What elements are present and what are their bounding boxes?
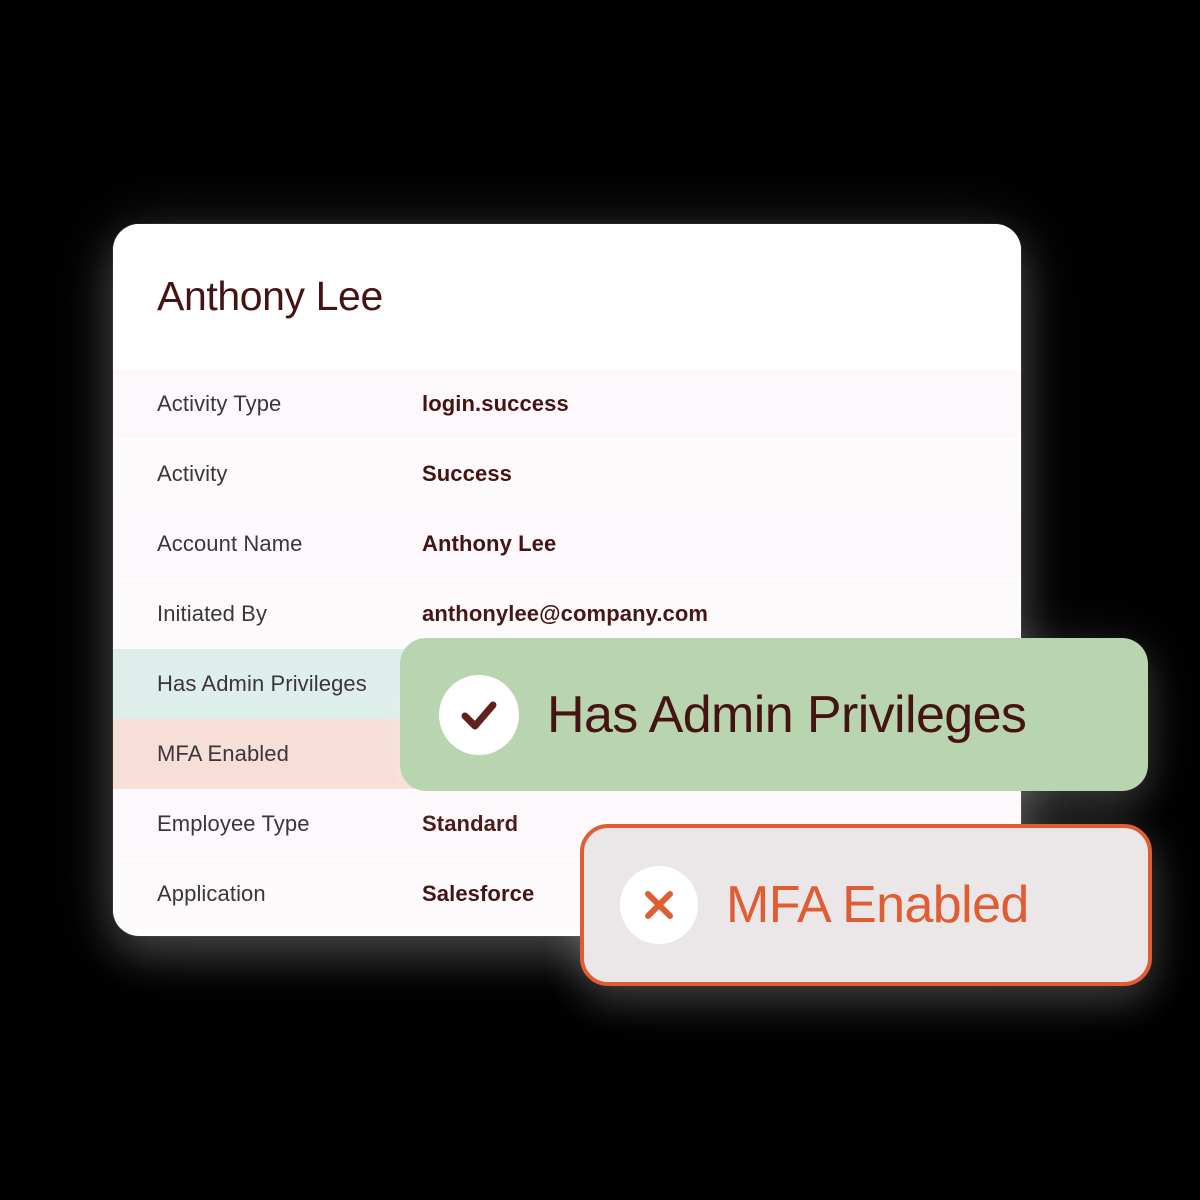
row-value-initiated-by: anthonylee@company.com: [422, 601, 709, 626]
x-icon: [620, 866, 698, 944]
row-value-application: Salesforce: [422, 881, 535, 906]
badge-label-mfa-enabled: MFA Enabled: [726, 876, 1029, 934]
row-label-activity: Activity: [157, 461, 228, 486]
row-value-activity: Success: [422, 461, 512, 486]
row-label-account-name: Account Name: [157, 531, 303, 556]
row-label-application: Application: [157, 881, 266, 906]
page-title: Anthony Lee: [157, 273, 383, 319]
table-row: Activity Success: [113, 439, 1021, 509]
row-value-employee-type: Standard: [422, 811, 519, 836]
row-label-has-admin-privileges: Has Admin Privileges: [157, 671, 367, 696]
row-label-initiated-by: Initiated By: [157, 601, 268, 626]
check-icon: [439, 674, 519, 755]
card-header: Anthony Lee: [113, 224, 1021, 369]
row-value-activity-type: login.success: [422, 391, 569, 416]
table-row: Activity Type login.success: [113, 369, 1021, 439]
row-label-employee-type: Employee Type: [157, 811, 310, 836]
table-row: Account Name Anthony Lee: [113, 509, 1021, 579]
badge-label-has-admin-privileges: Has Admin Privileges: [547, 685, 1027, 744]
row-value-account-name: Anthony Lee: [422, 531, 557, 556]
badge-has-admin-privileges: Has Admin Privileges: [400, 638, 1148, 791]
table-row: Initiated By anthonylee@company.com: [113, 579, 1021, 649]
row-label-mfa-enabled: MFA Enabled: [157, 741, 289, 766]
badge-mfa-enabled: MFA Enabled: [580, 824, 1152, 986]
row-label-activity-type: Activity Type: [157, 391, 282, 416]
